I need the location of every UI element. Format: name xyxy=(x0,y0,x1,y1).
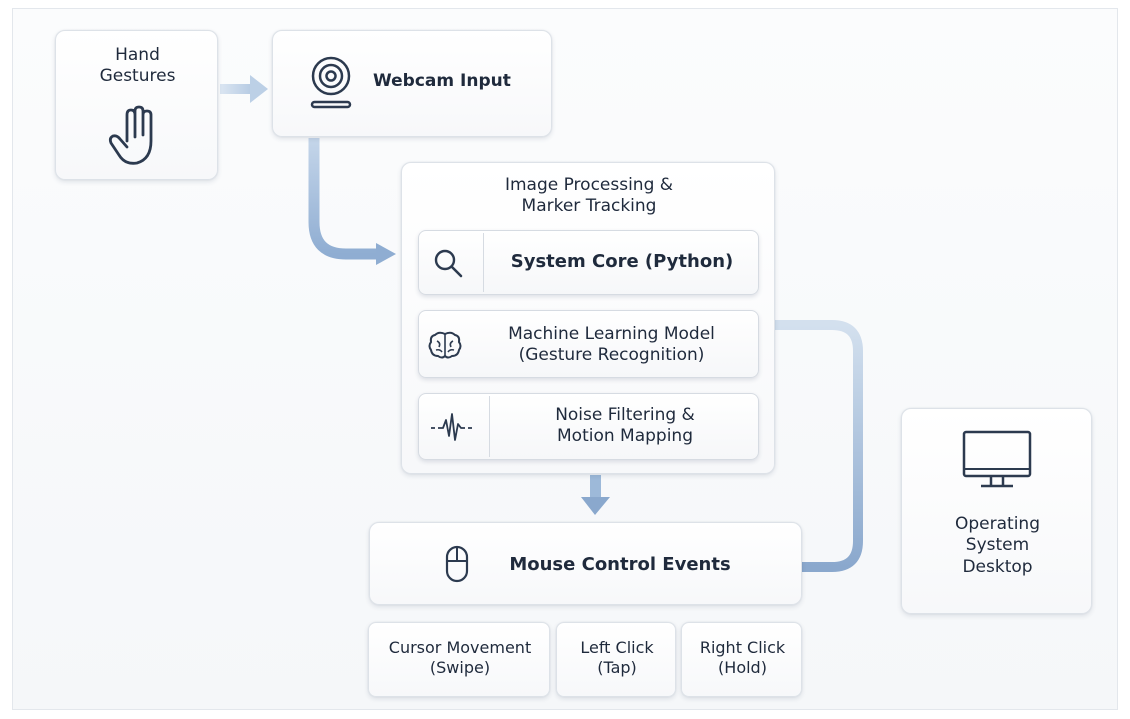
ml-model-node: Machine Learning Model (Gesture Recognit… xyxy=(418,310,759,378)
left-click-node: Left Click (Tap) xyxy=(556,622,676,697)
webcam-input-node: Webcam Input xyxy=(272,30,552,137)
arrow-webcam-to-processing xyxy=(308,138,378,260)
arrow-ml-to-mouse-loop xyxy=(760,320,863,572)
noise-filtering-node: Noise Filtering & Motion Mapping xyxy=(418,393,759,460)
mouse-control-label: Mouse Control Events xyxy=(509,554,731,575)
right-click-line-2: (Hold) xyxy=(718,658,767,677)
magnifier-icon xyxy=(434,249,463,278)
ml-model-line-1: Machine Learning Model xyxy=(508,324,715,344)
cursor-movement-line-2: (Swipe) xyxy=(429,658,491,677)
hand-icon xyxy=(108,105,153,165)
mouse-control-node: Mouse Control Events xyxy=(369,522,802,605)
operating-system-line-3: Desktop xyxy=(962,556,1033,577)
system-core-label: System Core (Python) xyxy=(510,251,734,272)
noise-filtering-line-2: Motion Mapping xyxy=(557,426,693,447)
system-core-node: System Core (Python) xyxy=(418,230,759,295)
cursor-movement-line-1: Cursor Movement xyxy=(388,638,532,657)
operating-system-line-1: Operating xyxy=(955,514,1040,534)
left-click-line-2: (Tap) xyxy=(597,658,637,677)
hand-gestures-line-1: Hand xyxy=(115,45,160,65)
image-processing-line-1: Image Processing & xyxy=(504,175,674,195)
operating-system-line-2: System xyxy=(965,535,1030,556)
brain-icon xyxy=(428,331,462,359)
left-click-line-1: Left Click xyxy=(580,638,654,657)
hand-gestures-node: Hand Gestures xyxy=(55,30,218,180)
operating-system-node: Operating System Desktop xyxy=(901,408,1092,614)
cursor-movement-node: Cursor Movement (Swipe) xyxy=(368,622,550,697)
right-click-node: Right Click (Hold) xyxy=(681,622,802,697)
arrow-processing-to-mouse xyxy=(581,475,610,515)
mouse-icon xyxy=(445,545,469,583)
arrowhead-processing xyxy=(376,243,396,265)
ml-model-line-2: (Gesture Recognition) xyxy=(518,345,705,366)
webcam-input-label: Webcam Input xyxy=(373,71,511,91)
arrow-hand-to-webcam xyxy=(220,75,268,103)
image-processing-line-2: Marker Tracking xyxy=(521,196,657,217)
monitor-icon xyxy=(962,430,1032,488)
webcam-icon xyxy=(310,56,352,109)
noise-filtering-line-1: Noise Filtering & xyxy=(555,405,695,425)
right-click-line-1: Right Click xyxy=(699,638,786,657)
hand-gestures-line-2: Gestures xyxy=(99,66,176,87)
waveform-icon xyxy=(431,413,472,441)
image-processing-node: Image Processing & Marker Tracking Syste… xyxy=(401,162,775,474)
